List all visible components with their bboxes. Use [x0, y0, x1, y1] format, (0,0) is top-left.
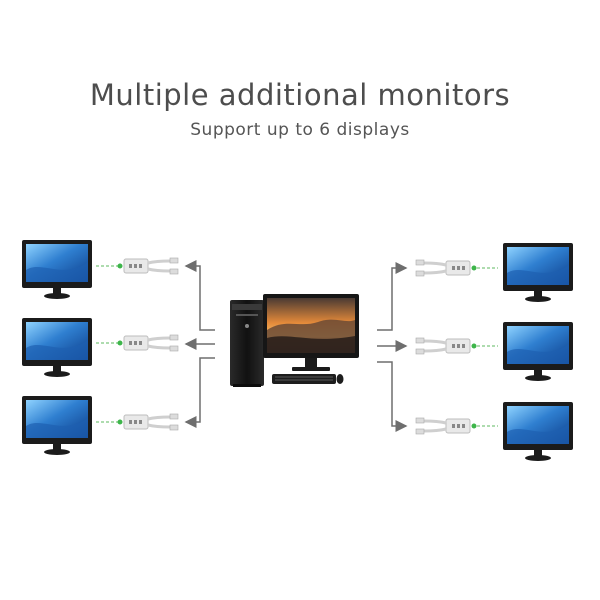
right-monitor-links: [472, 267, 498, 427]
monitor-icon: [22, 396, 92, 455]
usb-display-adapter-icon: [415, 337, 477, 355]
pc-keyboard: [272, 374, 336, 384]
page-title: Multiple additional monitors: [89, 78, 511, 112]
usb-display-adapter-icon: [117, 334, 179, 352]
pc-tower: [230, 300, 264, 387]
usb-display-adapter-icon: [117, 257, 179, 275]
usb-display-adapter-icon: [415, 259, 477, 277]
right-connection-arrows: [377, 262, 408, 432]
right-monitors: [503, 243, 573, 461]
desktop-pc-icon: [230, 294, 359, 387]
monitor-icon: [503, 402, 573, 461]
monitor-icon: [22, 318, 92, 377]
monitor-icon: [503, 322, 573, 381]
left-monitors: [22, 240, 92, 455]
monitor-icon: [503, 243, 573, 302]
left-monitor-links: [96, 265, 120, 423]
pc-mouse: [336, 374, 344, 384]
right-adapters: [415, 259, 477, 435]
page-subtitle: Support up to 6 displays: [190, 120, 410, 140]
monitor-icon: [22, 240, 92, 299]
usb-display-adapter-icon: [415, 417, 477, 435]
left-adapters: [117, 257, 179, 431]
left-connection-arrows: [184, 260, 215, 428]
pc-monitor: [263, 294, 359, 371]
usb-display-adapter-icon: [117, 413, 179, 431]
